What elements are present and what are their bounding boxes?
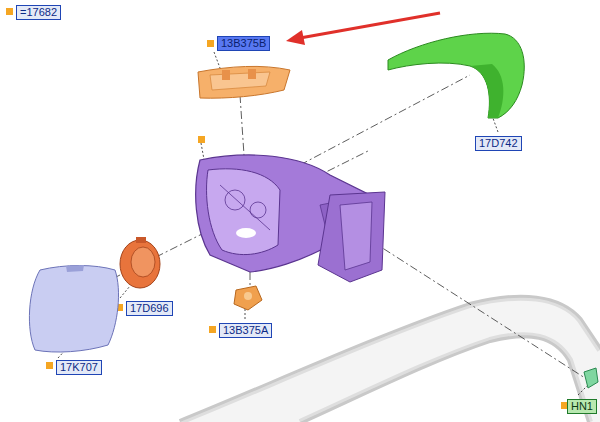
mirror-housing (196, 155, 385, 282)
mirror-cap (388, 33, 524, 118)
axis-lines (70, 75, 585, 378)
callout-number: =17682 (16, 5, 61, 20)
mirror-motor (120, 237, 160, 288)
door-frame (180, 298, 600, 422)
callout-number: HN1 (567, 399, 597, 414)
callout-number: 13B375A (219, 323, 272, 338)
callout-number: 17D742 (475, 136, 522, 151)
turn-signal-lens (198, 66, 290, 98)
pointer-arrow (286, 13, 440, 45)
callout-number: 17K707 (56, 360, 102, 375)
bulb-socket (234, 286, 262, 310)
callout-number: 17D696 (126, 301, 173, 316)
mirror-glass (29, 265, 118, 352)
door-panel (180, 298, 600, 422)
retaining-clip (584, 368, 598, 388)
orange-markers (6, 8, 568, 409)
callout-number: 13B375B (217, 36, 270, 51)
